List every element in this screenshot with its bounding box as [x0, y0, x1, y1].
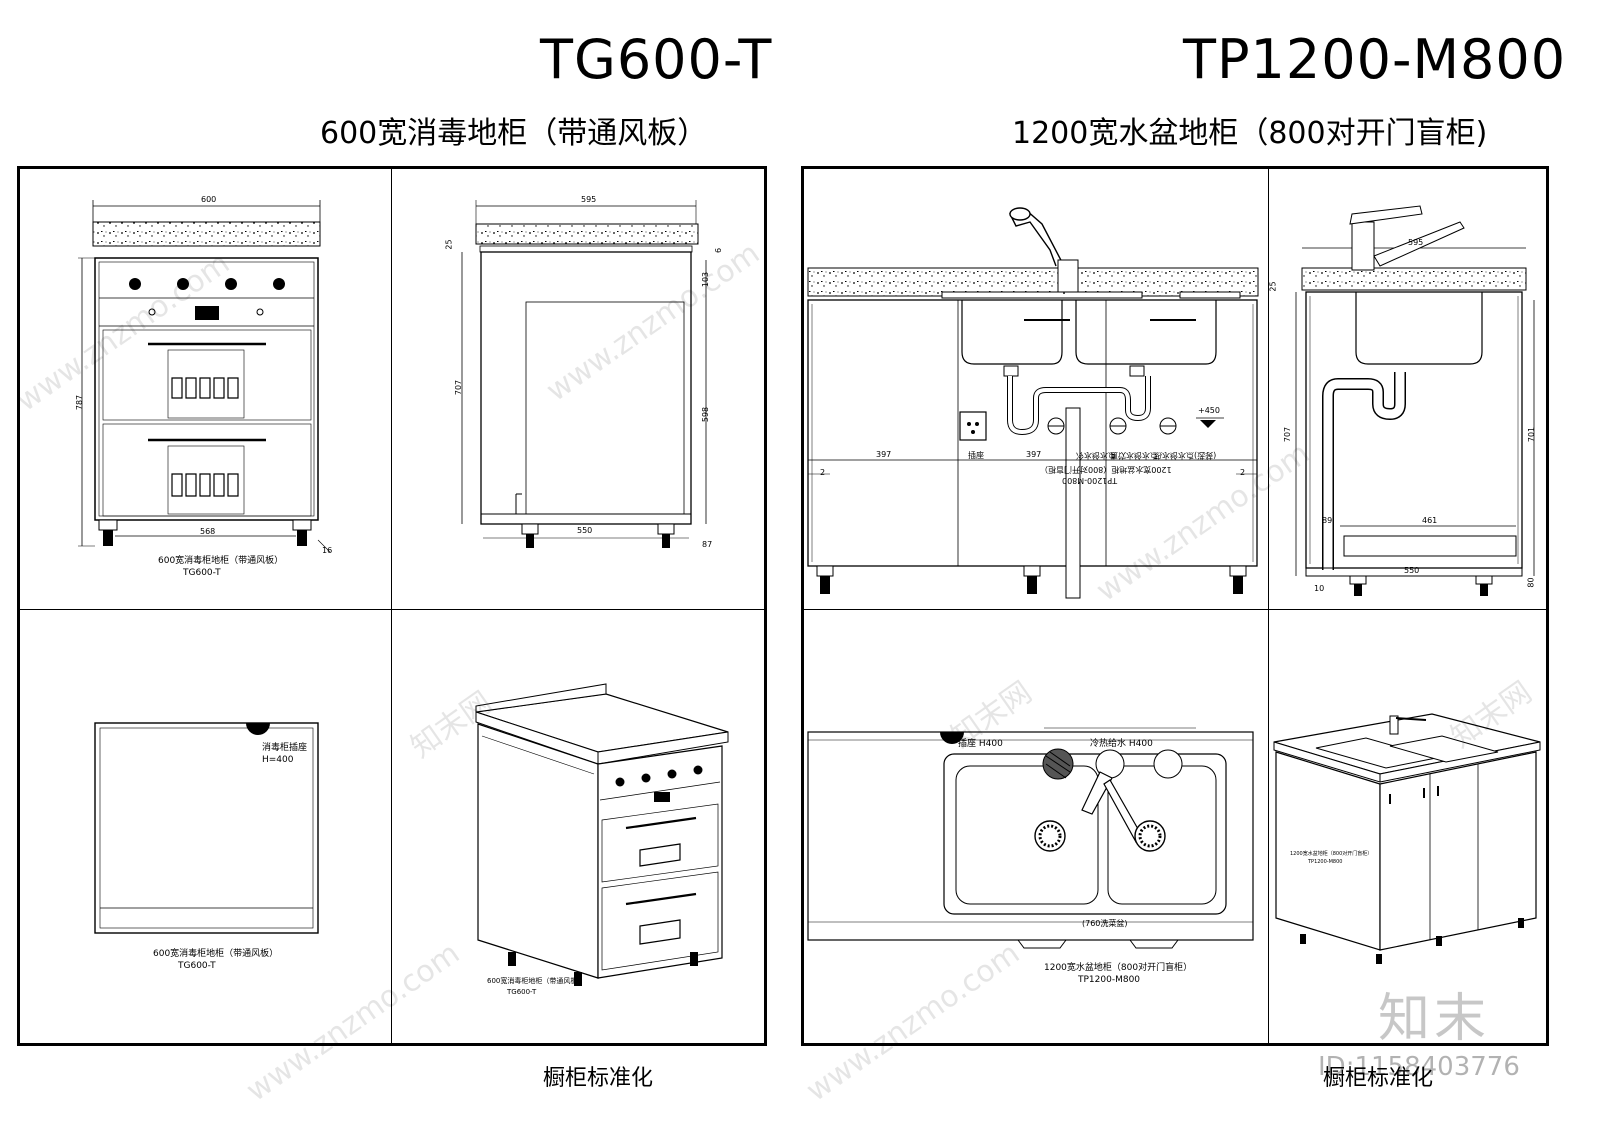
left-footer: 橱柜标准化 — [543, 1066, 654, 1091]
right-iso-caption-1: 1200宽水盆地柜（800对开门盲柜） — [1290, 851, 1373, 857]
left-plan-socket-label: 消毒柜插座 — [262, 743, 308, 753]
right-side-dim-461: 461 — [1422, 516, 1438, 525]
right-front-dim-plus450: +450 — [1198, 406, 1220, 415]
left-plan-socket-height: H=400 — [262, 755, 294, 765]
right-side-dim-89: 89 — [1322, 516, 1333, 525]
right-subtitle: 1200宽水盆地柜（800对开门盲柜) — [1012, 116, 1488, 151]
watermark-id: ID:1158403776 — [1318, 1052, 1520, 1082]
left-sheet — [17, 166, 767, 1046]
left-side-dim-foot: 87 — [702, 540, 713, 549]
right-footer: 橱柜标准化 — [1323, 1066, 1434, 1091]
right-plan-water-label: 冷热给水 H400 — [1090, 739, 1153, 749]
right-sheet-hdivider — [803, 609, 1547, 610]
left-code-title: TG600-T — [540, 28, 773, 91]
right-side-dim-10: 10 — [1314, 584, 1325, 593]
right-front-dim-b: 397 — [1026, 450, 1042, 459]
right-side-dim-width: 595 — [1408, 238, 1424, 247]
left-side-dim-width: 595 — [581, 195, 597, 204]
right-plan-sink-label: (760洗菜盆) — [1082, 919, 1128, 928]
left-sheet-hdivider — [19, 609, 765, 610]
watermark-logo: 知末 — [1378, 989, 1491, 1049]
right-plan-caption-2: TP1200-M800 — [1078, 975, 1141, 985]
left-front-dim-foot: 16 — [322, 546, 333, 555]
left-iso-caption-1: 600宽消毒柜地柜（带通风板） — [487, 977, 585, 985]
right-plan-socket-label: 插座 H400 — [958, 739, 1003, 749]
left-subtitle: 600宽消毒地柜（带通风板） — [320, 116, 708, 151]
right-iso-caption-2: TP1200-M800 — [1308, 859, 1343, 865]
right-code-title: TP1200-M800 — [1183, 28, 1567, 91]
left-side-dim-base: 550 — [577, 526, 593, 535]
left-front-caption-2: TG600-T — [183, 568, 221, 578]
left-front-dim-inner: 568 — [200, 527, 216, 536]
left-plan-caption-1: 600宽消毒柜地柜（带通风板） — [153, 949, 279, 959]
right-side-dim-base: 550 — [1404, 566, 1420, 575]
right-sheet-vdivider — [1268, 168, 1269, 1044]
left-front-caption-1: 600宽消毒柜地柜（带通风板） — [158, 556, 284, 566]
left-iso-caption-2: TG600-T — [507, 988, 537, 996]
right-sheet — [801, 166, 1549, 1046]
left-plan-caption-2: TG600-T — [178, 961, 216, 971]
right-front-dim-right-2: 2 — [1240, 468, 1246, 477]
left-sheet-vdivider — [391, 168, 392, 1044]
right-front-dim-left-2: 2 — [820, 468, 826, 477]
right-plan-caption-1: 1200宽水盆地柜（800对开门盲柜） — [1044, 963, 1193, 973]
right-front-dim-a: 397 — [876, 450, 892, 459]
right-front-label-socket: 插座 — [968, 451, 984, 460]
left-front-dim-top: 600 — [201, 195, 217, 204]
